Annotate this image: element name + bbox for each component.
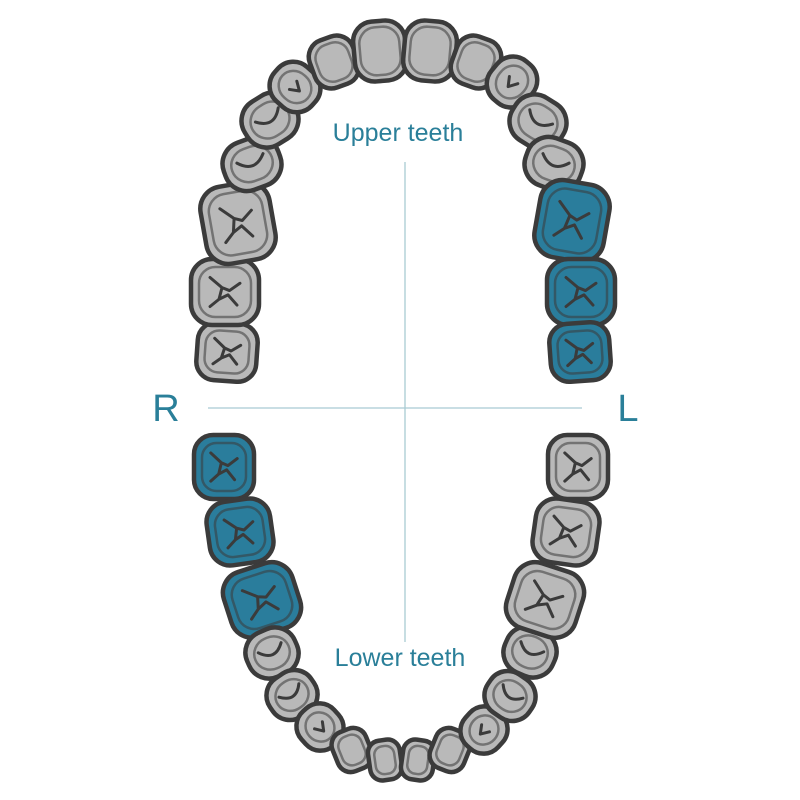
upper-right-first-molar[interactable] bbox=[197, 179, 279, 268]
upper-left-second-molar[interactable] bbox=[547, 259, 615, 325]
upper-right-third-molar[interactable] bbox=[195, 321, 259, 383]
lower-teeth-label: Lower teeth bbox=[335, 644, 466, 672]
lower-right-third-molar[interactable] bbox=[194, 435, 254, 499]
upper-right-second-molar[interactable] bbox=[191, 259, 259, 325]
lower-right-central-incisor[interactable] bbox=[366, 738, 403, 782]
lower-right-second-molar[interactable] bbox=[204, 496, 276, 568]
upper-left-first-molar[interactable] bbox=[531, 177, 613, 266]
upper-left-third-molar[interactable] bbox=[548, 321, 612, 383]
lower-left-third-molar[interactable] bbox=[548, 435, 608, 499]
upper-teeth-label: Upper teeth bbox=[333, 119, 464, 147]
left-side-label: L bbox=[617, 388, 638, 430]
upper-right-central-incisor[interactable] bbox=[351, 19, 408, 83]
lower-left-second-molar[interactable] bbox=[530, 496, 602, 568]
right-side-label: R bbox=[152, 388, 179, 430]
